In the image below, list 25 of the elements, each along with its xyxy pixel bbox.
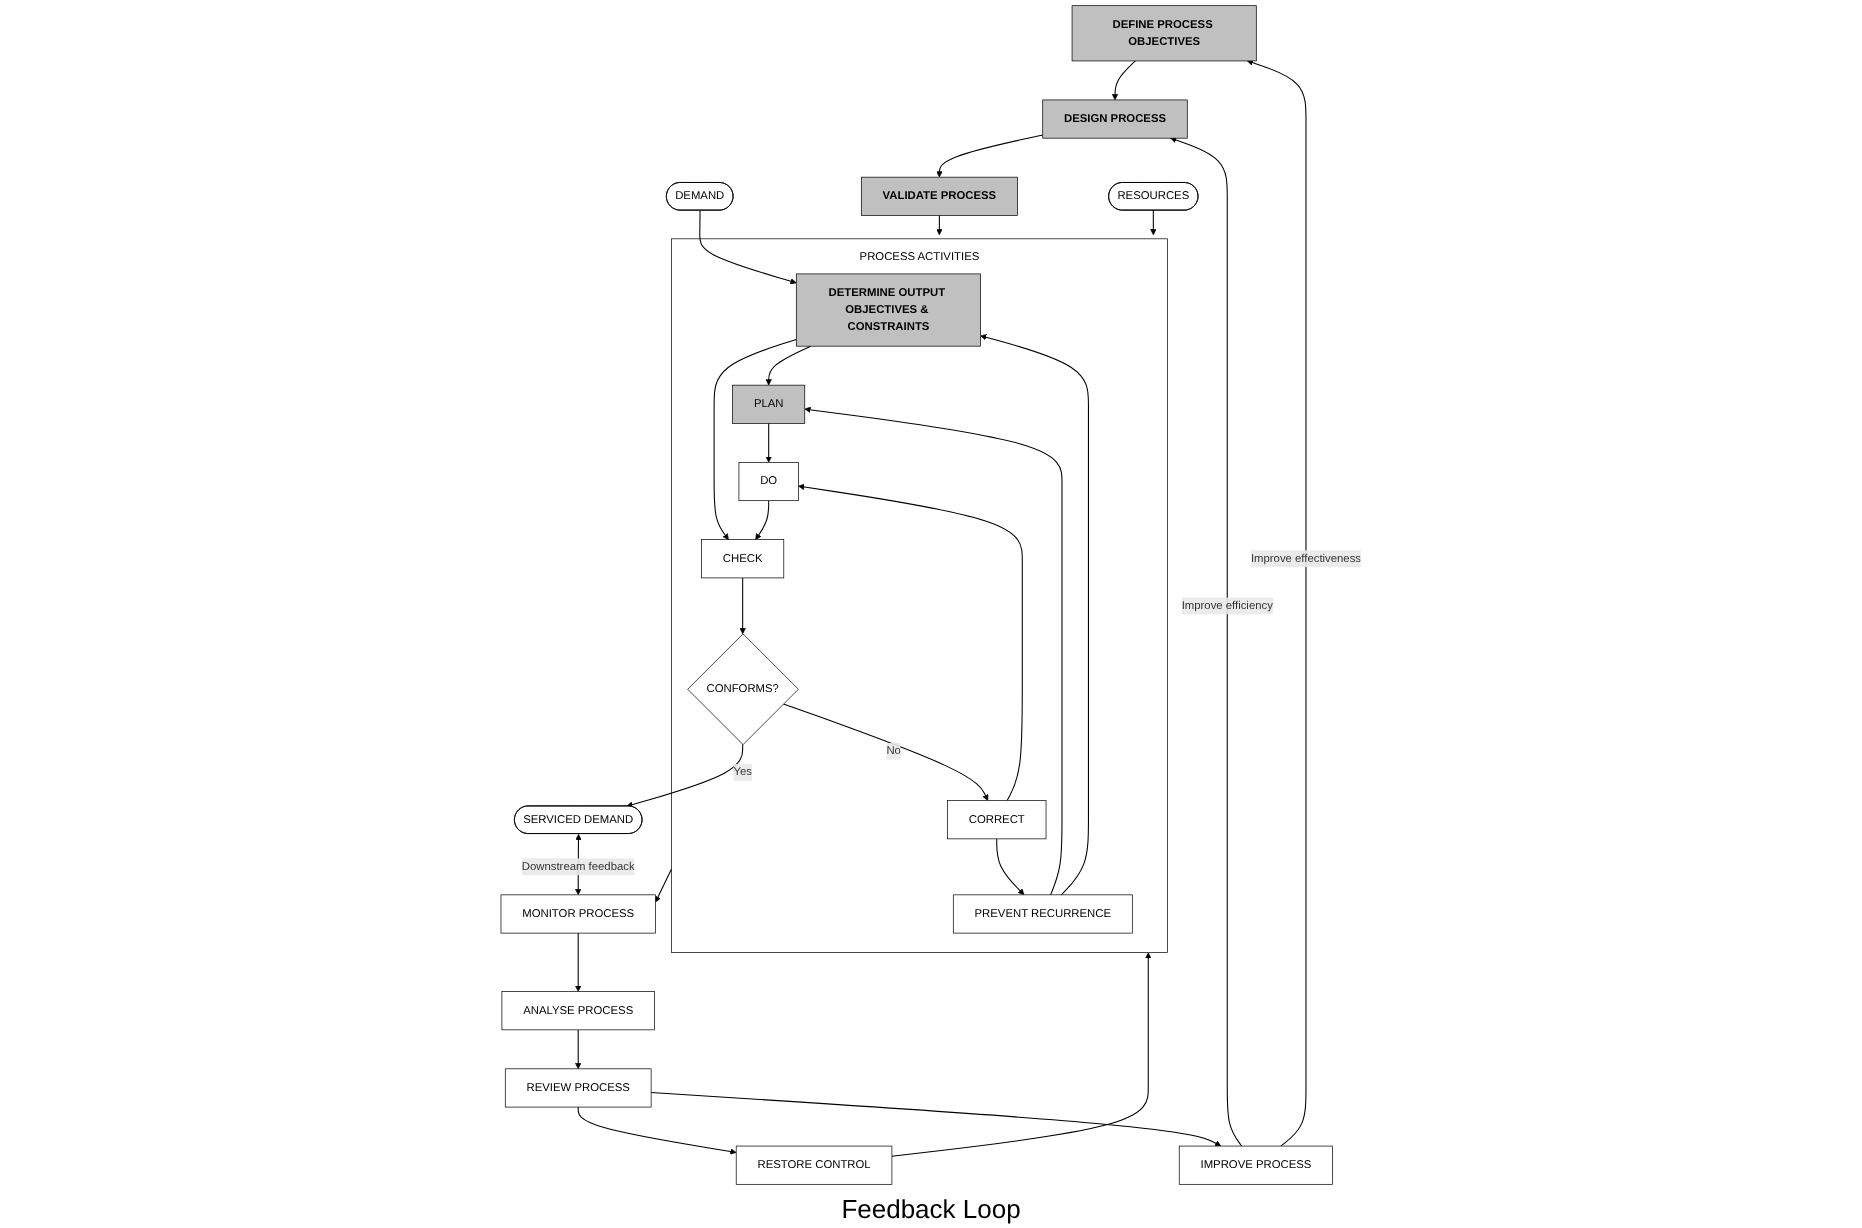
arrow xyxy=(936,134,1044,178)
arrow xyxy=(1111,60,1136,101)
arrow xyxy=(1247,59,1307,1147)
arrow xyxy=(577,1106,737,1155)
arrow xyxy=(650,1092,1222,1147)
arrow xyxy=(1150,209,1157,236)
arrow xyxy=(765,422,772,463)
note-text: Feedback Loop xyxy=(841,1194,1021,1224)
arrow xyxy=(798,483,1023,802)
arrow xyxy=(713,338,797,540)
arrow xyxy=(739,577,746,635)
arrow xyxy=(804,406,1063,896)
arrow xyxy=(936,214,943,236)
arrow xyxy=(626,744,744,808)
arrow xyxy=(1170,137,1243,1147)
arrow xyxy=(765,345,812,386)
arrow xyxy=(996,838,1025,896)
arrow xyxy=(575,1029,582,1070)
arrow xyxy=(891,952,1152,1157)
arrow xyxy=(699,209,797,285)
arrow xyxy=(755,500,770,540)
arrow xyxy=(655,868,672,903)
arrow xyxy=(575,932,582,992)
arrow xyxy=(782,703,989,801)
arrow xyxy=(980,334,1089,896)
